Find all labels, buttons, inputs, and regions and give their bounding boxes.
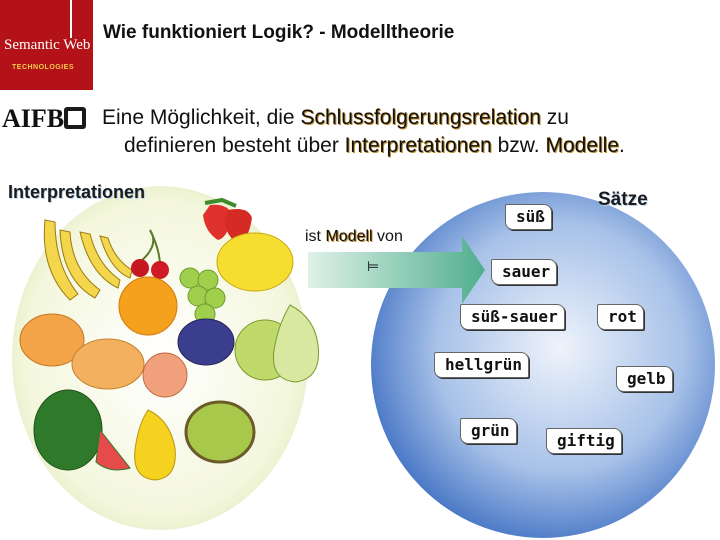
- cherry-icon: [131, 229, 169, 279]
- bullet-part4: bzw.: [491, 134, 546, 157]
- apricot-icon: [71, 338, 145, 390]
- sentence-rot: rot: [597, 304, 644, 330]
- sentences-ellipse: [371, 192, 715, 538]
- aifb-bullet-square: [64, 107, 86, 129]
- sentence-sauer: sauer: [491, 259, 558, 285]
- model-relation-label: ist Modell von: [305, 228, 403, 246]
- yellow-pear-icon: [134, 409, 176, 481]
- watermelon-icon: [33, 389, 103, 471]
- term-modelle: Modelle: [545, 134, 620, 157]
- relation-term-modell: Modell: [325, 228, 373, 245]
- nectarine-icon: [142, 352, 188, 398]
- sentence-suess: süß: [505, 204, 552, 230]
- sentence-suess-sauer: süß-sauer: [460, 304, 565, 330]
- bullet-part2: zu: [540, 106, 569, 129]
- plum-icon: [177, 318, 235, 366]
- sentence-gruen: grün: [460, 418, 517, 444]
- logo-divider: [70, 0, 72, 38]
- watermelon-slice-icon: [95, 428, 131, 471]
- peach-icon: [19, 313, 85, 367]
- fruit-illustration: [19, 197, 320, 481]
- banana-icon: [43, 219, 133, 301]
- bullet-part1: Eine Möglichkeit, die: [102, 106, 301, 129]
- bullet-part5: .: [619, 134, 625, 157]
- sentence-giftig: giftig: [546, 428, 622, 454]
- slide-title: Wie funktioniert Logik? - Modelltheorie: [103, 22, 455, 43]
- interpretations-title: Interpretationen: [8, 182, 146, 202]
- orange-icon: [118, 276, 178, 336]
- bullet-part3: definieren besteht über: [124, 134, 345, 157]
- lemon-icon: [216, 232, 294, 292]
- term-schlussfolgerungsrelation: Schlussfolgerungsrelation: [300, 106, 541, 129]
- relation-after: von: [372, 228, 403, 245]
- sentence-gelb: gelb: [616, 366, 673, 392]
- sentence-hellgruen: hellgrün: [434, 352, 530, 378]
- model-arrow: [308, 236, 485, 304]
- semantic-web-logo: Semantic Web TECHNOLOGIES: [0, 0, 93, 90]
- kiwi-icon: [184, 400, 256, 464]
- logo-tagline: TECHNOLOGIES: [12, 64, 75, 71]
- term-interpretationen: Interpretationen: [344, 134, 492, 157]
- bullet-text: Eine Möglichkeit, die Schlussfolgerungsr…: [102, 104, 707, 160]
- pear-icon: [272, 304, 320, 383]
- relation-before: ist: [305, 228, 326, 245]
- aifb-logo: AIFB: [2, 104, 65, 133]
- bullet-line2: definieren besteht über Interpretationen…: [102, 132, 707, 160]
- arrow-symbol: ⊨: [367, 258, 380, 274]
- logo-brand: Semantic Web: [4, 37, 91, 53]
- sentences-title: Sätze: [598, 189, 648, 210]
